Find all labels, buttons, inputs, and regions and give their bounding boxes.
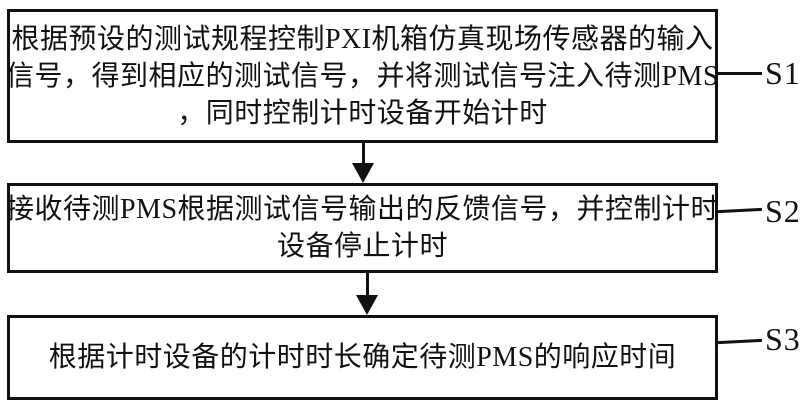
step-label-s3: S3 — [765, 321, 800, 357]
step-box-s3: 根据计时设备的计时时长确定待测PMS的响应时间 — [7, 315, 718, 400]
step-label-connector-s3 — [717, 338, 763, 345]
step-label-s2: S2 — [765, 193, 800, 229]
step-s1-text-line: 根据预设的测试规程控制PXI机箱仿真现场传感器的输入 — [11, 23, 714, 55]
step-s3-text-line: 根据计时设备的计时时长确定待测PMS的响应时间 — [48, 342, 677, 373]
step-label-s1: S1 — [765, 55, 800, 91]
step-label-connector-s2 — [717, 207, 763, 214]
flow-arrow-2-down-arrowhead-icon — [356, 295, 378, 315]
step-box-s2: 接收待测PMS根据测试信号输出的反馈信号，并控制计时 设备停止计时 — [5, 183, 720, 273]
step-box-s1: 根据预设的测试规程控制PXI机箱仿真现场传感器的输入 信号，得到相应的测试信号，… — [5, 9, 720, 143]
step-s1-text-line: 信号，得到相应的测试信号，并将测试信号注入待测PMS — [5, 60, 720, 92]
step-label-connector-s1 — [718, 72, 762, 75]
step-s2-text-line: 接收待测PMS根据测试信号输出的反馈信号，并控制计时 — [5, 194, 720, 225]
flow-arrow-1-shaft — [362, 142, 365, 166]
step-s2-text-line: 设备停止计时 — [276, 231, 448, 262]
step-s1-text-line: ，同时控制计时设备开始计时 — [177, 97, 548, 129]
flow-arrow-2-shaft — [366, 272, 369, 297]
flow-arrow-1-down-arrowhead-icon — [352, 163, 374, 183]
